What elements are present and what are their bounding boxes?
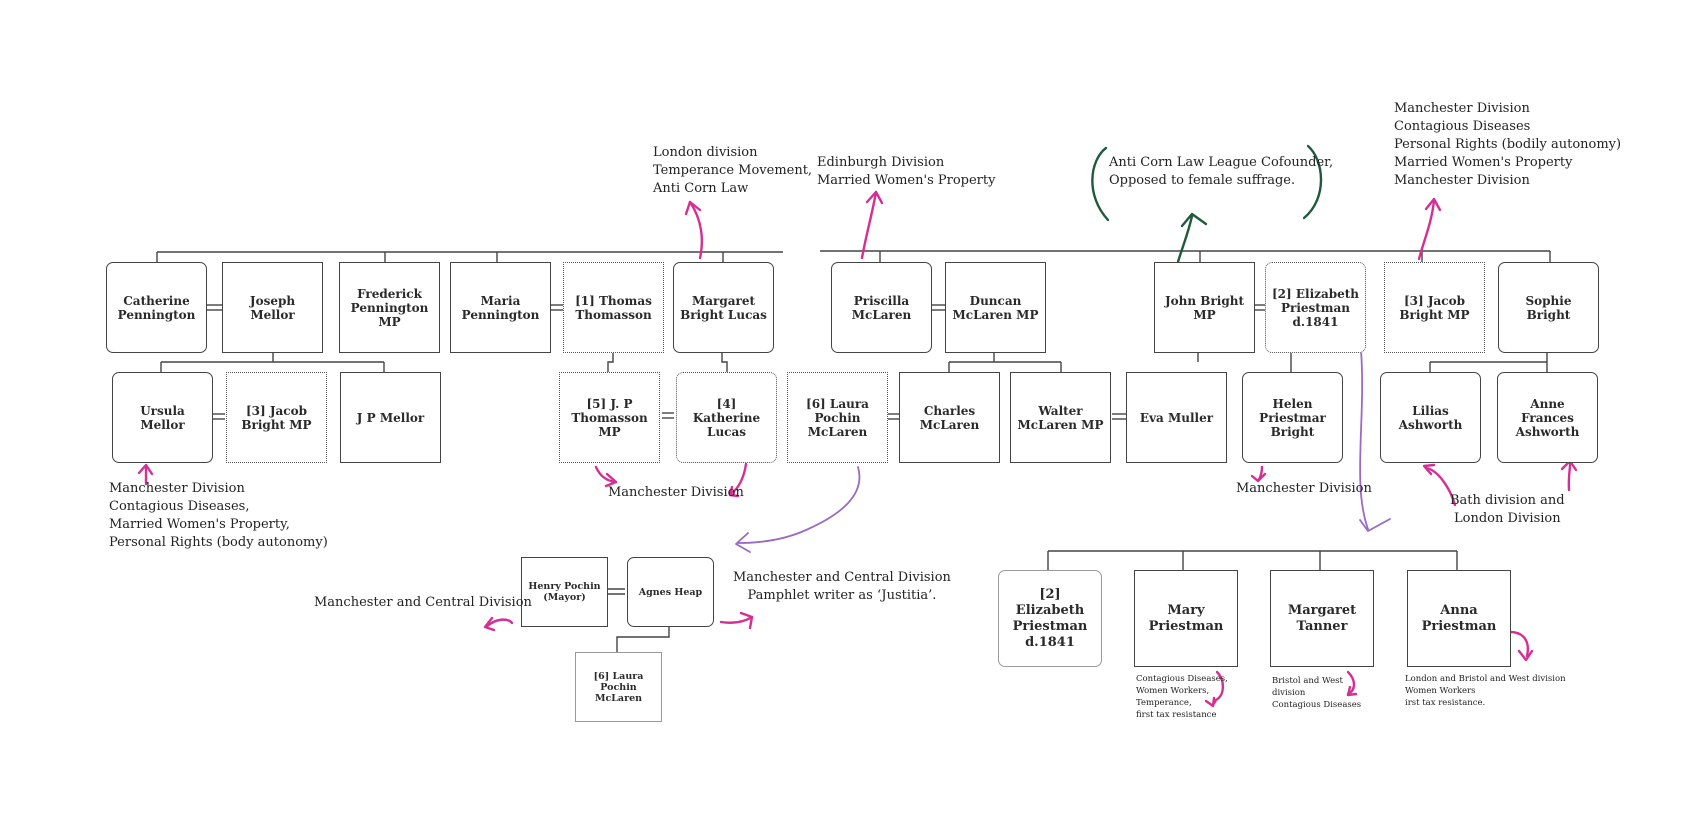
note-edinburgh: Edinburgh Division Married Women's Prope… <box>817 155 996 188</box>
person-charles-mclaren: Charles McLaren <box>899 372 1000 463</box>
person-jacob-bright-row2: [3] Jacob Bright MP <box>226 372 327 463</box>
person-jacob-bright: [3] Jacob Bright MP <box>1384 262 1485 353</box>
note-margaret-tanner: Bristol and West division Contagious Dis… <box>1272 676 1362 710</box>
person-duncan-mclaren: Duncan McLaren MP <box>945 262 1046 353</box>
person-margaret-tanner: Margaret Tanner <box>1270 570 1374 667</box>
note-manchester-division: Manchester Division <box>608 485 744 500</box>
person-sophie-bright: Sophie Bright <box>1498 262 1599 353</box>
note-ursula: Manchester Division Contagious Diseases,… <box>109 481 328 550</box>
person-eva-muller: Eva Muller <box>1126 372 1227 463</box>
person-laura-pochin-mclaren: [6] Laura Pochin McLaren <box>787 372 888 463</box>
person-margaret-bright-lucas: Margaret Bright Lucas <box>673 262 774 353</box>
person-lilias-ashworth: Lilias Ashworth <box>1380 372 1481 463</box>
person-priscilla-mclaren: Priscilla McLaren <box>831 262 932 353</box>
note-anti-corn-law: Anti Corn Law League Cofounder, Opposed … <box>1109 155 1334 188</box>
person-walter-mclaren: Walter McLaren MP <box>1010 372 1111 463</box>
note-manchester-central-left: Manchester and Central Division <box>314 595 532 610</box>
note-jacob-bright: Manchester Division Contagious Diseases … <box>1394 101 1622 188</box>
note-london-temperance: London division Temperance Movement, Ant… <box>653 145 813 196</box>
person-helen-priestman-bright: Helen Priestmar Bright <box>1242 372 1343 463</box>
person-henry-pochin: Henry Pochin (Mayor) <box>521 557 608 627</box>
person-ursula-mellor: Ursula Mellor <box>112 372 213 463</box>
note-anna-priestman: London and Bristol and West division Wom… <box>1405 674 1566 708</box>
person-laura-pochin-bottom: [6] Laura Pochin McLaren <box>575 652 662 722</box>
person-mary-priestman: Mary Priestman <box>1134 570 1238 667</box>
person-jp-mellor: J P Mellor <box>340 372 441 463</box>
person-thomas-thomasson: [1] Thomas Thomasson <box>563 262 664 353</box>
person-agnes-heap: Agnes Heap <box>627 557 714 627</box>
person-john-bright: John Bright MP <box>1154 262 1255 353</box>
person-frederick-pennington: Frederick Pennington MP <box>339 262 440 353</box>
person-anna-priestman: Anna Priestman <box>1407 570 1511 667</box>
person-elizabeth-priestman: [2] Elizabeth Priestman d.1841 <box>1265 262 1366 353</box>
note-bath-london: Bath division and London Division <box>1450 493 1565 526</box>
person-catherine-pennington: Catherine Pennington <box>106 262 207 353</box>
person-jp-thomasson: [5] J. P Thomasson MP <box>559 372 660 463</box>
person-katherine-lucas: [4] Katherine Lucas <box>676 372 777 463</box>
person-elizabeth-priestman-bottom: [2] Elizabeth Priestman d.1841 <box>998 570 1102 667</box>
person-joseph-mellor: Joseph Mellor <box>222 262 323 353</box>
note-mary-priestman: Contagious Diseases, Women Workers, Temp… <box>1136 674 1228 720</box>
person-maria-pennington: Maria Pennington <box>450 262 551 353</box>
person-anne-frances-ashworth: Anne Frances Ashworth <box>1497 372 1598 463</box>
note-manchester-helen: Manchester Division <box>1236 481 1372 496</box>
note-manchester-central-right: Manchester and Central Division Pamphlet… <box>733 570 951 603</box>
